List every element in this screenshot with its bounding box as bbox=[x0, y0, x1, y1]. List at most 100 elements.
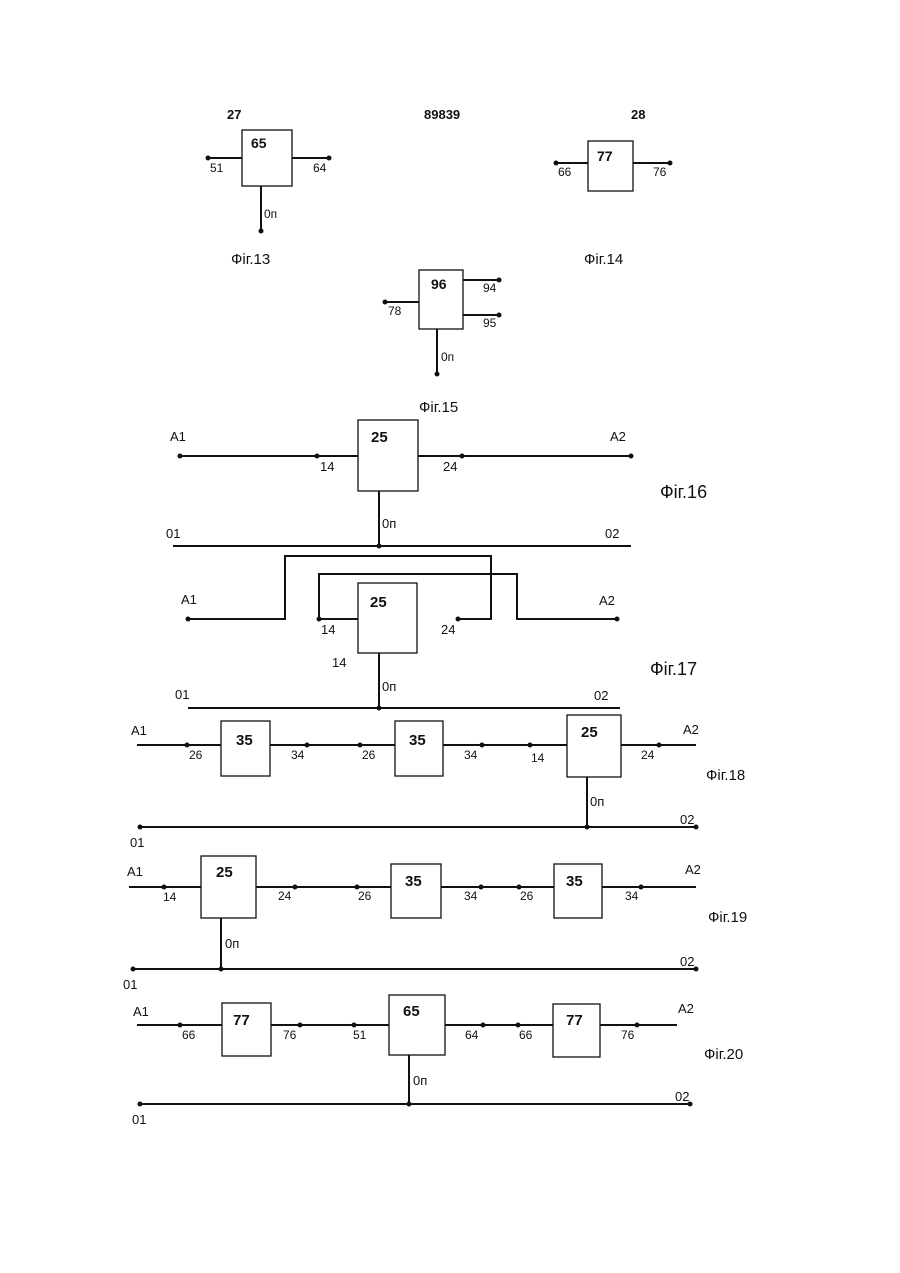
fig17-a2-node bbox=[615, 617, 620, 622]
left-page-number: 27 bbox=[227, 107, 241, 122]
fig20-node bbox=[298, 1023, 303, 1028]
fig20-block-1 bbox=[222, 1003, 271, 1056]
fig20-pin: 66 bbox=[519, 1028, 533, 1042]
fig14-caption: Фіг.14 bbox=[584, 251, 623, 268]
fig19-a1-label: A1 bbox=[127, 864, 143, 879]
fig18-bus-left: 01 bbox=[130, 835, 144, 850]
fig18-bus-node bbox=[585, 825, 590, 830]
fig17-bus-right: 02 bbox=[594, 688, 608, 703]
fig19-pin: 26 bbox=[358, 889, 372, 903]
fig18-node bbox=[185, 743, 190, 748]
fig20-caption: Фіг.20 bbox=[704, 1046, 743, 1063]
fig20-pin: 66 bbox=[182, 1028, 196, 1042]
fig13-output-node bbox=[327, 156, 332, 161]
fig17-out-node bbox=[456, 617, 461, 622]
figure-15: 96 78 94 95 0п Фіг.15 bbox=[383, 270, 502, 416]
fig19-pin: 14 bbox=[163, 890, 177, 904]
fig20-power-label: 0п bbox=[413, 1073, 427, 1088]
fig17-extra-label: 14 bbox=[332, 655, 346, 670]
fig18-pin: 26 bbox=[362, 748, 376, 762]
fig19-pin: 24 bbox=[278, 889, 292, 903]
fig17-block-label: 25 bbox=[370, 594, 387, 611]
fig19-block-1-label: 25 bbox=[216, 864, 233, 881]
fig18-bus-right: 02 bbox=[680, 812, 694, 827]
fig19-caption: Фіг.19 bbox=[708, 909, 747, 926]
fig13-in-pin: 51 bbox=[210, 161, 224, 175]
fig13-out-pin: 64 bbox=[313, 161, 327, 175]
fig13-block-label: 65 bbox=[251, 135, 267, 151]
fig18-pin: 24 bbox=[641, 748, 655, 762]
fig15-power-label: 0п bbox=[441, 350, 454, 364]
fig16-in-pin: 14 bbox=[320, 459, 334, 474]
fig18-node bbox=[305, 743, 310, 748]
fig17-outer-loop bbox=[188, 556, 491, 619]
fig17-bus-left: 01 bbox=[175, 687, 189, 702]
fig16-a2-node bbox=[629, 454, 634, 459]
patent-number: 89839 bbox=[424, 107, 460, 122]
fig20-bus-right: 02 bbox=[675, 1089, 689, 1104]
fig18-block-3-label: 25 bbox=[581, 724, 598, 741]
right-page-number: 28 bbox=[631, 107, 645, 122]
fig16-block bbox=[358, 420, 418, 491]
figure-19: 25 35 35 A1 A2 14 24 26 34 26 34 0п 01 0… bbox=[123, 856, 747, 992]
fig18-caption: Фіг.18 bbox=[706, 767, 745, 784]
fig18-bus-left-node bbox=[138, 825, 143, 830]
figure-13: 65 51 64 0п Фіг.13 bbox=[206, 130, 332, 268]
fig18-a2-label: A2 bbox=[683, 722, 699, 737]
fig17-a1-node bbox=[186, 617, 191, 622]
fig19-bus-left-node bbox=[131, 967, 136, 972]
fig19-block-2-label: 35 bbox=[405, 873, 422, 890]
fig20-pin: 76 bbox=[621, 1028, 635, 1042]
figure-17: 25 A1 A2 14 24 14 0п 01 02 Фіг.17 bbox=[175, 556, 697, 711]
fig16-caption: Фіг.16 bbox=[660, 482, 707, 502]
fig20-node bbox=[516, 1023, 521, 1028]
fig16-bus-node bbox=[377, 544, 382, 549]
fig17-power-label: 0п bbox=[382, 679, 396, 694]
fig19-node bbox=[479, 885, 484, 890]
fig18-power-label: 0п bbox=[590, 794, 604, 809]
fig19-bus-left: 01 bbox=[123, 977, 137, 992]
fig18-node bbox=[480, 743, 485, 748]
fig16-a2-label: A2 bbox=[610, 429, 626, 444]
fig18-pin: 34 bbox=[291, 748, 305, 762]
figure-20: 77 65 77 A1 A2 66 76 51 64 66 76 0п 01 0… bbox=[132, 995, 743, 1127]
fig17-caption: Фіг.17 bbox=[650, 659, 697, 679]
fig19-block-3-label: 35 bbox=[566, 873, 583, 890]
fig18-block-1-label: 35 bbox=[236, 732, 253, 749]
fig17-in-node bbox=[317, 617, 322, 622]
fig14-in-pin: 66 bbox=[558, 165, 572, 179]
fig19-pin: 26 bbox=[520, 889, 534, 903]
fig19-node bbox=[639, 885, 644, 890]
fig18-pin: 14 bbox=[531, 751, 545, 765]
fig20-bus-left: 01 bbox=[132, 1112, 146, 1127]
fig17-out-pin: 24 bbox=[441, 622, 455, 637]
fig16-power-label: 0п bbox=[382, 516, 396, 531]
fig18-node bbox=[358, 743, 363, 748]
fig18-node bbox=[528, 743, 533, 748]
fig20-pin: 51 bbox=[353, 1028, 367, 1042]
fig15-output-node-bottom bbox=[497, 313, 502, 318]
fig13-caption: Фіг.13 bbox=[231, 251, 270, 268]
fig18-pin: 34 bbox=[464, 748, 478, 762]
fig14-out-pin: 76 bbox=[653, 165, 667, 179]
fig13-input-node bbox=[206, 156, 211, 161]
fig18-node bbox=[657, 743, 662, 748]
fig17-block bbox=[358, 583, 417, 653]
fig19-node bbox=[293, 885, 298, 890]
figure-14: 77 66 76 Фіг.14 bbox=[554, 141, 673, 268]
fig16-out-pin: 24 bbox=[443, 459, 457, 474]
fig19-a2-label: A2 bbox=[685, 862, 701, 877]
fig17-bus-node bbox=[377, 706, 382, 711]
fig15-caption: Фіг.15 bbox=[419, 399, 458, 416]
fig20-node bbox=[178, 1023, 183, 1028]
fig19-bus-right: 02 bbox=[680, 954, 694, 969]
fig20-node bbox=[352, 1023, 357, 1028]
fig13-block bbox=[242, 130, 292, 186]
fig17-in-pin: 14 bbox=[321, 622, 335, 637]
fig19-node bbox=[162, 885, 167, 890]
fig15-output-node-top bbox=[497, 278, 502, 283]
fig15-power-node bbox=[435, 372, 440, 377]
fig20-a2-label: A2 bbox=[678, 1001, 694, 1016]
